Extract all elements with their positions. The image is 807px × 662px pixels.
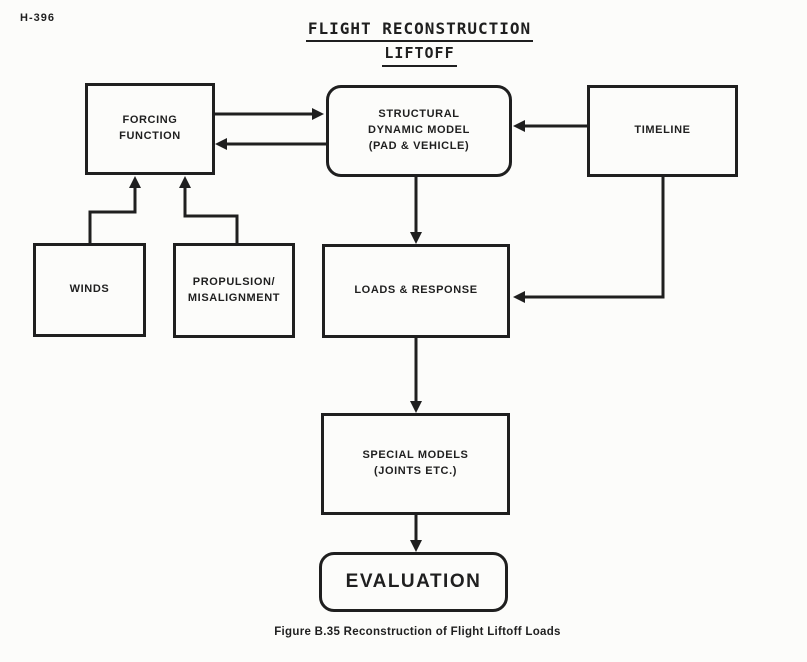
edge-forcing-to-model-arrowhead xyxy=(312,108,324,120)
node-winds-label: WINDS xyxy=(69,283,110,296)
node-structural-dynamic-model: STRUCTURAL DYNAMIC MODEL (PAD & VEHICLE) xyxy=(326,85,512,177)
figure-caption: Figure B.35 Reconstruction of Flight Lif… xyxy=(274,626,561,638)
node-winds: WINDS xyxy=(33,243,146,337)
node-special-models: SPECIAL MODELS (JOINTS ETC.) xyxy=(321,413,510,515)
edge-timeline-to-loads-arrowhead xyxy=(513,291,525,303)
title-line-2: LIFTOFF xyxy=(382,45,457,67)
node-propulsion-misalignment: PROPULSION/ MISALIGNMENT xyxy=(173,243,295,338)
node-loads-response: LOADS & RESPONSE xyxy=(322,244,510,338)
edge-special-to-evaluation-arrowhead xyxy=(410,540,422,552)
title-line-1: FLIGHT RECONSTRUCTION xyxy=(305,19,534,43)
node-evaluation: EVALUATION xyxy=(319,552,508,612)
node-evaluation-label: EVALUATION xyxy=(345,571,482,593)
node-loads-response-label: LOADS & RESPONSE xyxy=(354,284,478,297)
diagram-title: FLIGHT RECONSTRUCTION LIFTOFF xyxy=(16,19,807,67)
edge-winds-to-forcing xyxy=(88,187,137,243)
edge-winds-to-forcing-arrowhead xyxy=(129,176,141,188)
node-forcing-function: FORCING FUNCTION xyxy=(85,83,215,175)
edge-model-to-forcing-arrowhead xyxy=(215,138,227,150)
edge-timeline-to-model-arrowhead xyxy=(513,120,525,132)
node-propulsion-misalignment-label: PROPULSION/ MISALIGNMENT xyxy=(187,275,281,304)
edge-timeline-to-loads xyxy=(524,177,665,299)
node-special-models-label: SPECIAL MODELS (JOINTS ETC.) xyxy=(362,449,469,477)
node-timeline-label: TIMELINE xyxy=(634,124,691,137)
node-forcing-function-label: FORCING FUNCTION xyxy=(119,114,181,142)
edge-propulsion-to-forcing-arrowhead xyxy=(179,176,191,188)
node-timeline: TIMELINE xyxy=(587,85,738,177)
edge-loads-to-special-arrowhead xyxy=(410,401,422,413)
node-structural-dynamic-model-label: STRUCTURAL DYNAMIC MODEL (PAD & VEHICLE) xyxy=(368,108,470,152)
edge-propulsion-to-forcing xyxy=(183,187,239,243)
edge-model-to-loads-arrowhead xyxy=(410,232,422,244)
document-id: H-396 xyxy=(20,12,55,24)
